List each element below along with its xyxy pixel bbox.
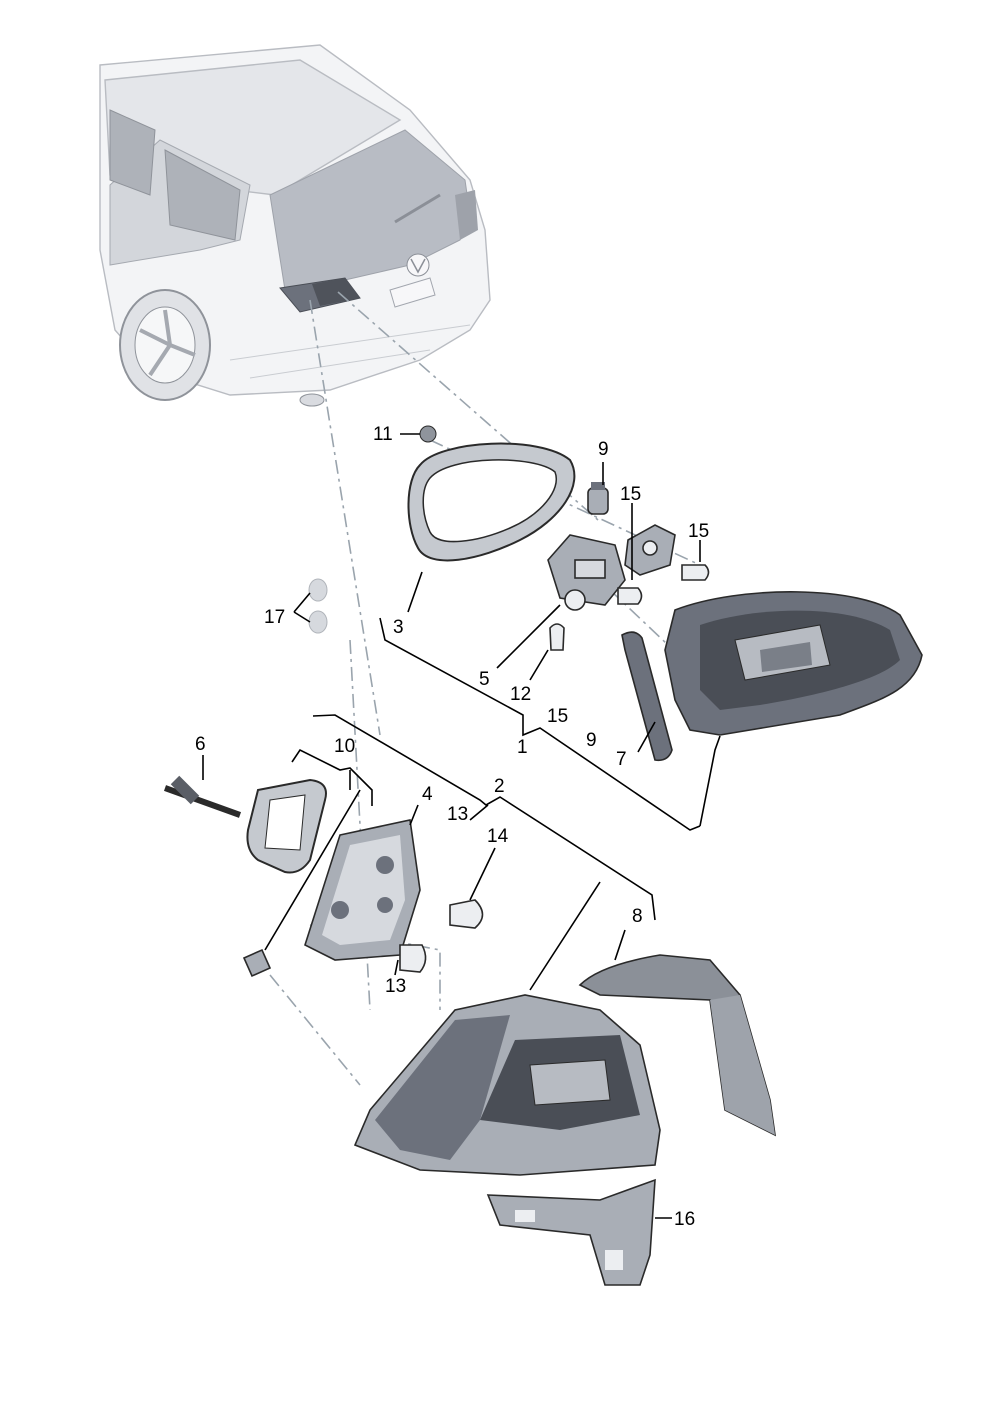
callout-6: 6 (195, 734, 206, 755)
callout-13-lower: 13 (385, 976, 406, 997)
callout-3: 3 (393, 617, 404, 638)
part-6-adjuster-screw (163, 775, 242, 818)
part-10-gasket (246, 778, 327, 874)
callout-leaders (202, 433, 721, 1219)
callout-11: 11 (373, 424, 393, 445)
part-2-outer-tail-light (353, 994, 661, 1176)
part-1-inner-tail-light (664, 591, 923, 736)
callout-9-upper: 9 (598, 439, 609, 460)
callout-12: 12 (510, 684, 531, 705)
part-13-bulb (399, 944, 427, 973)
callout-7: 7 (616, 749, 627, 770)
callout-labels: 1 2 3 4 5 6 7 8 9 9 10 11 12 13 13 14 15… (195, 424, 709, 1230)
part-8-trim-seal (578, 954, 777, 1137)
part-9-bulb-socket (587, 482, 609, 515)
part-11-clip-nut (419, 425, 437, 443)
callout-10: 10 (334, 736, 355, 757)
callout-5: 5 (479, 669, 490, 690)
part-17-cap (308, 578, 328, 634)
callout-4: 4 (422, 784, 433, 805)
part-3-gasket (407, 442, 576, 562)
callout-8: 8 (632, 906, 643, 927)
part-14-bulb (449, 899, 484, 929)
part-15-bulb (617, 564, 710, 605)
callout-2: 2 (494, 776, 505, 797)
callout-15-right: 15 (688, 521, 709, 542)
callout-14: 14 (487, 826, 509, 847)
callout-9-lower: 9 (586, 730, 597, 751)
callout-15-lower: 15 (547, 706, 568, 727)
part-7-reflector (621, 631, 673, 762)
part-15-cover-plate (624, 524, 676, 576)
vehicle-rear-illustration (99, 44, 491, 407)
callout-15-top: 15 (620, 484, 641, 505)
part-13-bulb-holder (242, 948, 272, 978)
part-12-bulb (549, 623, 565, 651)
part-4-bulb-carrier (304, 819, 421, 961)
callout-17: 17 (264, 607, 285, 628)
callout-13-upper: 13 (447, 804, 468, 825)
callout-16: 16 (674, 1209, 695, 1230)
callout-1: 1 (517, 737, 528, 758)
part-16-bracket (486, 1178, 656, 1286)
part-5-bulb-carrier (547, 534, 626, 611)
